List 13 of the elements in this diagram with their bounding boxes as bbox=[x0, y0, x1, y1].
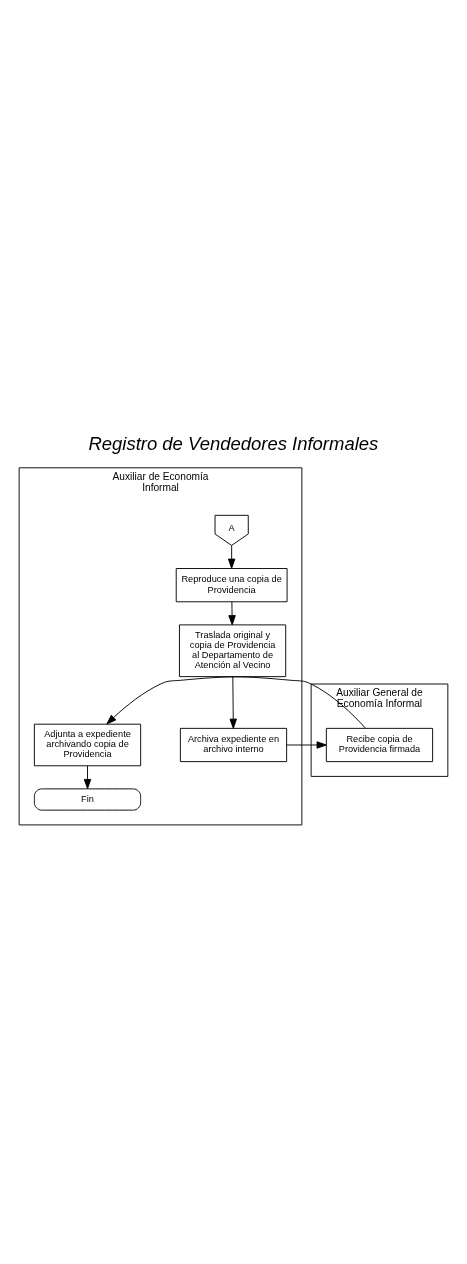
node-box: Traslada original y copia de Providencia al Departamento de Atención al Vecino bbox=[179, 623, 287, 677]
arrow bbox=[227, 544, 236, 569]
arrow bbox=[229, 675, 237, 729]
node-box: Archiva expediente en archivo interno bbox=[179, 727, 288, 762]
arrow bbox=[106, 675, 366, 729]
node-box: Adjunta a expediente archivando copia de Providencia bbox=[33, 723, 142, 766]
node-box: Recibe copia de Providencia firmada bbox=[325, 727, 434, 762]
arrow bbox=[286, 740, 327, 749]
diagram-title: Registro de Vendedores Informales bbox=[88, 432, 379, 454]
node-box: Fin bbox=[33, 787, 142, 811]
arrow bbox=[83, 764, 92, 789]
node-box: Reproduce una copia de Providencia bbox=[175, 567, 288, 602]
arrow bbox=[228, 600, 236, 625]
